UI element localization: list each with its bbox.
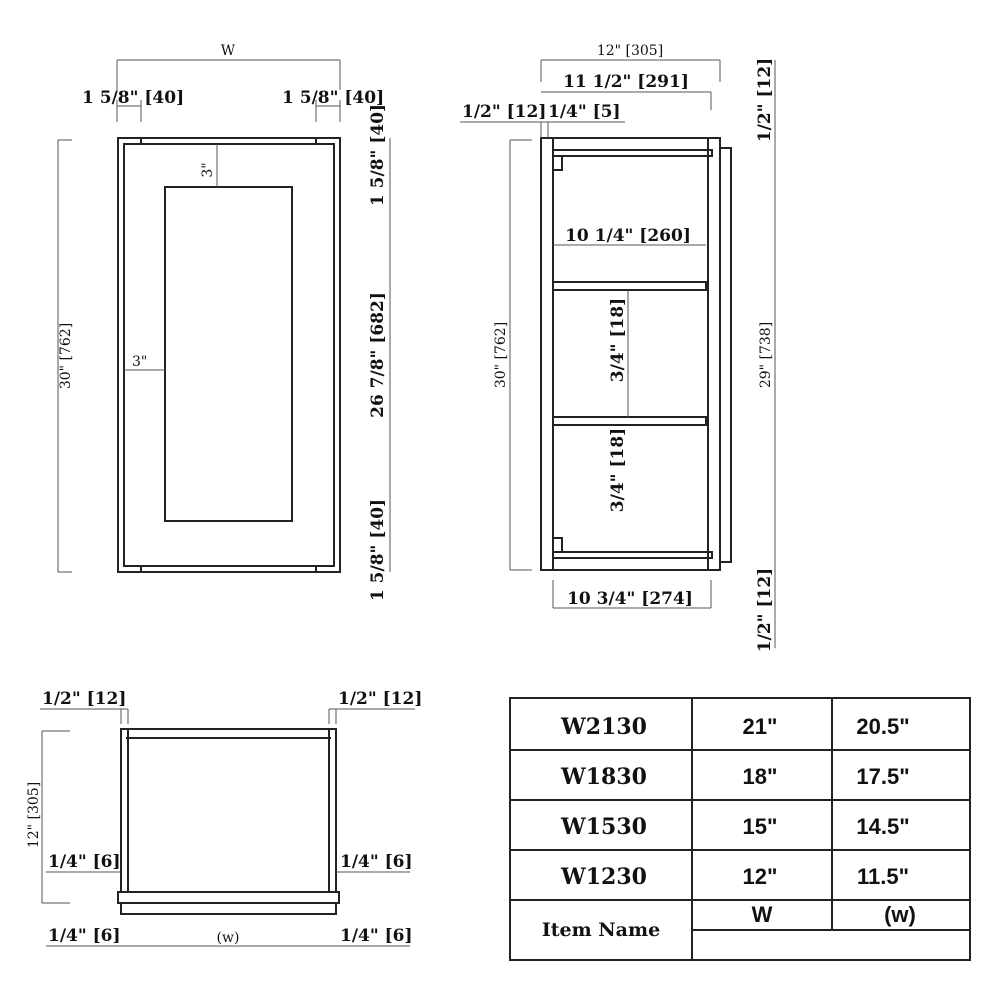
table-row: W1230 12" 11.5" <box>560 864 909 890</box>
top-rail-dim: 1 5/8" [40] <box>368 104 388 206</box>
width-W: 15" <box>743 814 778 839</box>
right-panel-dim: 1/2" [12] <box>338 689 422 709</box>
left-stile-inset: 3" <box>132 354 147 370</box>
bottom-offset-dim: 1/2" [12] <box>755 568 775 652</box>
shelf-depth-dim: 10 1/4" [260] <box>565 226 691 246</box>
top-offset-dim: 1/2" [12] <box>755 58 775 142</box>
inner-height-dim: 29" [738] <box>758 322 774 388</box>
table-row: W1530 15" 14.5" <box>560 814 910 840</box>
cabinet-top-outline <box>120 728 337 893</box>
width-W: 21" <box>743 714 778 739</box>
table-row: W2130 21" 20.5" <box>560 714 910 740</box>
cabinet-door-outline <box>117 137 341 573</box>
door-thickness-dim: 1/2" [12] <box>462 102 546 122</box>
item-name: W1530 <box>560 814 647 840</box>
left-panel-dim: 1/2" [12] <box>42 689 126 709</box>
left-back-dim: 1/4" [6] <box>48 852 121 872</box>
top-view: 1/2" [12] 1/2" [12] 12" [305] 1/4" [6] 1… <box>26 689 422 947</box>
width-W: 12" <box>743 864 778 889</box>
shelf-1 <box>552 281 707 291</box>
right-door-dim: 1/4" [6] <box>340 926 413 946</box>
header-item-name: Item Name <box>542 919 660 941</box>
door-profile <box>719 147 732 563</box>
size-table: W2130 21" 20.5" W1830 18" 17.5" W1530 15… <box>509 697 971 961</box>
width-w: 11.5" <box>857 864 909 889</box>
width-w: 17.5" <box>856 764 909 789</box>
side-depth-dim: 12" [305] <box>597 43 663 59</box>
header-w: (w) <box>884 902 916 927</box>
side-view: 12" [305] 11 1/2" [291] 1/2" [12] 1/4" [… <box>460 43 776 652</box>
inner-width-dim: (w) <box>217 930 240 946</box>
top-rail-inset: 3" <box>200 162 216 177</box>
left-door-dim: 1/4" [6] <box>48 926 121 946</box>
width-label: W <box>221 43 236 59</box>
item-name: W1230 <box>560 864 647 890</box>
stile-right-dim: 1 5/8" [40] <box>282 88 384 108</box>
front-height-dim: 30" [762] <box>58 323 74 389</box>
box-depth-dim: 11 1/2" [291] <box>563 72 689 92</box>
item-name: W1830 <box>560 764 647 790</box>
bottom-depth-dim: 10 3/4" [274] <box>567 589 693 609</box>
shelf-2 <box>552 416 707 426</box>
top-depth-dim: 12" [305] <box>26 782 42 848</box>
stile-left-dim: 1 5/8" [40] <box>82 88 184 108</box>
item-name: W2130 <box>560 714 647 740</box>
right-back-dim: 1/4" [6] <box>340 852 413 872</box>
cabinet-side-outline <box>540 137 721 571</box>
header-W: W <box>752 902 773 927</box>
width-w: 14.5" <box>856 814 909 839</box>
side-height-dim: 30" [762] <box>493 322 509 388</box>
width-w: 20.5" <box>856 714 909 739</box>
table-row: W1830 18" 17.5" <box>560 764 910 790</box>
table-header: Item Name W (w) <box>542 902 916 941</box>
shelf2-thickness-dim: 3/4" [18] <box>608 428 628 512</box>
gap-dim: 1/4" [5] <box>548 102 621 122</box>
shelf1-thickness-dim: 3/4" [18] <box>608 298 628 382</box>
glass-panel <box>164 186 293 522</box>
door-frame <box>123 143 335 567</box>
bottom-rail-dim: 1 5/8" [40] <box>368 499 388 601</box>
width-W: 18" <box>743 764 778 789</box>
door-thickness <box>120 902 337 915</box>
front-view: W 1 5/8" [40] 1 5/8" [40] 30" [762] 3" 3… <box>57 43 391 601</box>
glass-height-dim: 26 7/8" [682] <box>368 292 388 418</box>
